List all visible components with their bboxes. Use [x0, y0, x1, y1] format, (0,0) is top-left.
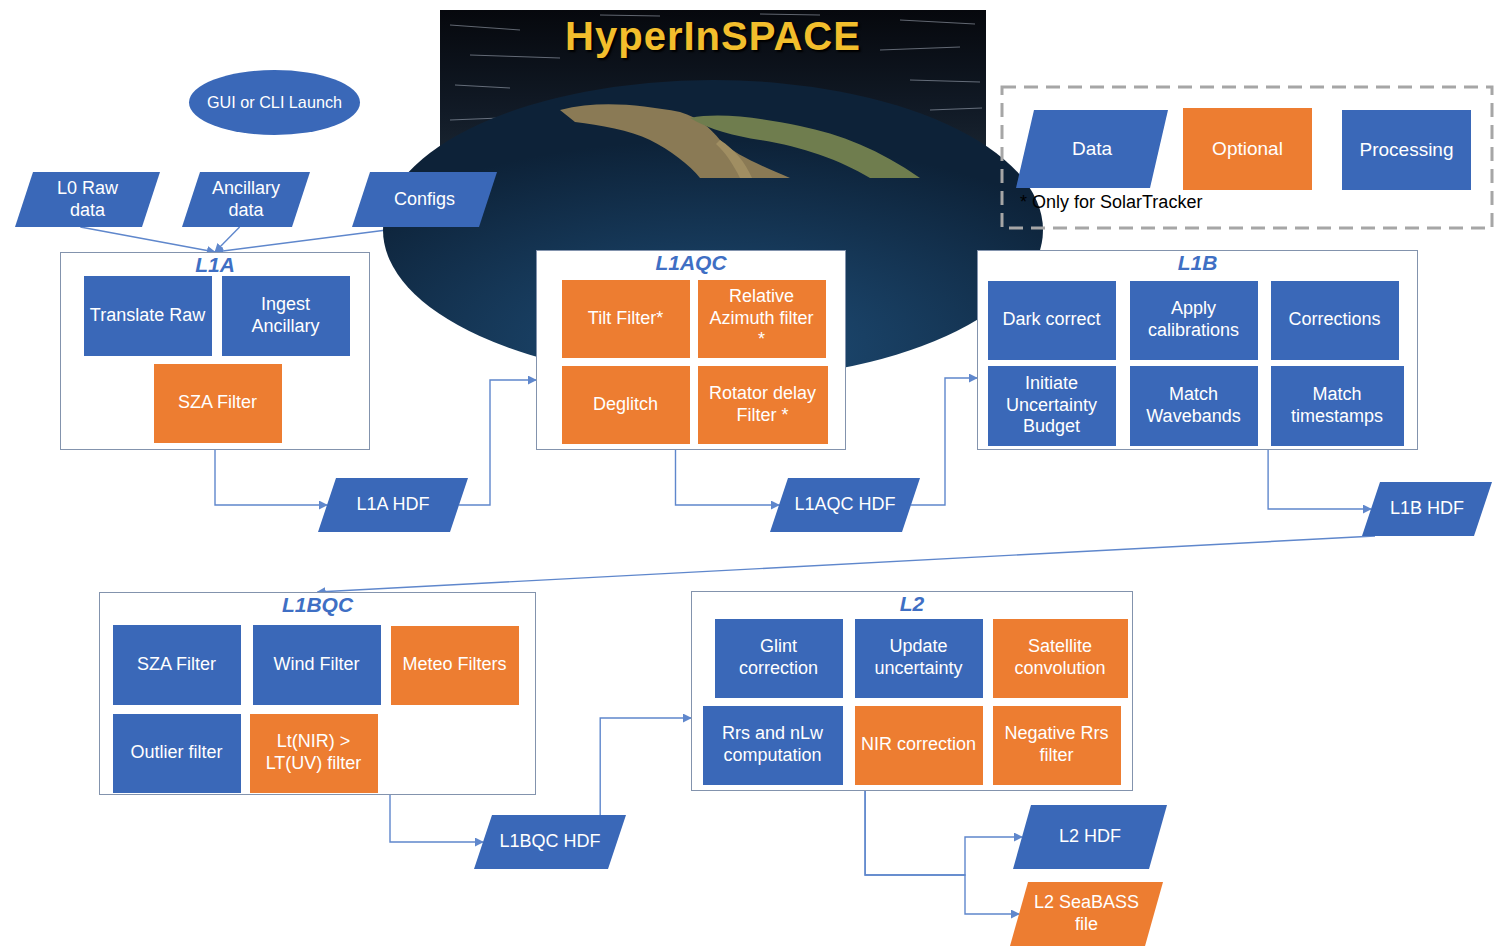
node-label: Ingest Ancillary — [228, 294, 344, 338]
node-label: Ancillary data — [204, 178, 288, 222]
node-label: Match timestamps — [1277, 384, 1398, 428]
node-label: L1A HDF — [356, 494, 429, 516]
stage-heading: L1B — [978, 251, 1417, 275]
node-label: Corrections — [1288, 309, 1380, 331]
process-box: Rrs and nLw computation — [703, 706, 843, 785]
node-label: L1AQC HDF — [794, 494, 895, 516]
legend-swatch: Data — [1016, 110, 1168, 188]
flow-arrow — [600, 718, 691, 815]
flow-arrow — [80, 227, 215, 252]
process-box: Translate Raw — [84, 276, 212, 356]
node-label: Tilt Filter* — [588, 308, 663, 330]
flow-arrow — [318, 536, 1376, 592]
node-label: SZA Filter — [137, 654, 216, 676]
stage-container: L1A Translate Raw Ingest AncillarySZA Filt… — [60, 252, 370, 450]
optional-box: SZA Filter — [154, 364, 282, 443]
node-label: Relative Azimuth filter * — [704, 286, 820, 352]
node-label: Rrs and nLw computation — [709, 723, 837, 767]
optional-box: Satellite convolution — [993, 619, 1128, 698]
process-box: Match Wavebands — [1130, 366, 1258, 446]
optional-box: NIR correction — [855, 706, 983, 785]
stage-container: L1BQC SZA Filter Wind Filter Meteo FiltersO… — [99, 592, 536, 795]
optional-box: Meteo Filters — [391, 626, 519, 705]
optional-box: Lt(NIR) > LT(UV) filter — [250, 714, 378, 793]
legend-text: Data — [1072, 138, 1112, 160]
legend-text: Optional — [1212, 138, 1283, 160]
stage-container: L2Glint correction Update uncertainty Sate… — [691, 591, 1133, 791]
flow-arrow — [215, 450, 327, 505]
process-box: SZA Filter — [113, 625, 241, 705]
node-label: Update uncertainty — [861, 636, 977, 680]
data-parallelogram: L1BQC HDF — [474, 815, 626, 869]
flow-arrow — [676, 450, 780, 505]
flow-arrow — [390, 795, 483, 842]
data-parallelogram: L2 HDF — [1013, 805, 1167, 869]
process-box: Outlier filter — [113, 714, 241, 793]
node-label: L2 SeaBASS file — [1032, 892, 1141, 936]
node-label: SZA Filter — [178, 392, 257, 414]
node-label: Configs — [394, 189, 455, 211]
node-label: Initiate Uncertainty Budget — [994, 373, 1110, 439]
stage-heading: L1BQC — [100, 593, 535, 617]
process-box: Initiate Uncertainty Budget — [988, 366, 1116, 446]
process-box: Match timestamps — [1271, 366, 1404, 446]
node-label: Lt(NIR) > LT(UV) filter — [256, 731, 372, 775]
process-box: Apply calibrations — [1130, 281, 1258, 360]
stage-container: L1B Dark correct Apply calibrations Correct… — [977, 250, 1418, 450]
data-parallelogram: Configs — [352, 172, 497, 227]
data-parallelogram: Ancillary data — [182, 172, 310, 227]
logo-title: HyperInSPACE — [440, 14, 986, 59]
legend-text: Processing — [1360, 139, 1454, 161]
node-label: L0 Raw data — [37, 178, 138, 222]
flow-arrow — [1268, 450, 1371, 509]
node-label: NIR correction — [861, 734, 976, 756]
data-parallelogram: L1AQC HDF — [770, 478, 920, 532]
optional-box: Deglitch — [562, 366, 690, 444]
node-label: Outlier filter — [130, 742, 222, 764]
process-box: Corrections — [1271, 281, 1399, 360]
process-box: Update uncertainty — [855, 619, 983, 698]
flow-arrow — [215, 227, 410, 252]
optional-box: Tilt Filter* — [562, 280, 690, 358]
process-box: Wind Filter — [253, 625, 381, 705]
data-parallelogram: L1B HDF — [1362, 482, 1492, 536]
flow-arrow — [215, 227, 240, 252]
node-label: L2 HDF — [1059, 826, 1121, 848]
process-box: Glint correction — [715, 619, 843, 698]
node-label: L1BQC HDF — [499, 831, 600, 853]
stage-container: L1AQC Tilt Filter* Relative Azimuth filter… — [536, 250, 846, 450]
optional-box: Negative Rrs filter — [993, 706, 1121, 785]
flow-arrow — [865, 791, 1022, 875]
process-box: Ingest Ancillary — [222, 276, 350, 356]
node-label: L1B HDF — [1390, 498, 1464, 520]
node-label: Translate Raw — [90, 305, 205, 327]
process-box: Dark correct — [988, 281, 1116, 360]
optional-data-parallelogram: L2 SeaBASS file — [1010, 882, 1163, 946]
flow-arrow — [865, 791, 1019, 914]
data-parallelogram: L1A HDF — [318, 478, 468, 532]
optional-box: Rotator delay Filter * — [698, 366, 828, 444]
node-label: Wind Filter — [273, 654, 359, 676]
launch-ellipse: GUI or CLI Launch — [189, 70, 360, 135]
node-label: Dark correct — [1002, 309, 1100, 331]
node-label: Match Wavebands — [1136, 384, 1252, 428]
data-parallelogram: L0 Raw data — [15, 172, 160, 227]
stage-heading: L2 — [692, 592, 1132, 616]
node-label: Glint correction — [721, 636, 837, 680]
legend-note: * Only for SolarTracker — [1020, 191, 1202, 213]
node-label: Apply calibrations — [1136, 298, 1252, 342]
stage-heading: L1AQC — [537, 251, 845, 275]
flow-arrow — [459, 380, 536, 505]
flow-arrow — [911, 378, 977, 505]
node-label: GUI or CLI Launch — [207, 93, 342, 113]
node-label: Deglitch — [593, 394, 658, 416]
node-label: Satellite convolution — [999, 636, 1122, 680]
node-label: Meteo Filters — [402, 654, 506, 676]
legend-swatch: Optional — [1183, 108, 1312, 190]
stage-heading: L1A — [61, 253, 369, 277]
node-label: Negative Rrs filter — [999, 723, 1115, 767]
legend-swatch: Processing — [1342, 110, 1471, 190]
optional-box: Relative Azimuth filter * — [698, 280, 826, 358]
node-label: Rotator delay Filter * — [704, 383, 822, 427]
